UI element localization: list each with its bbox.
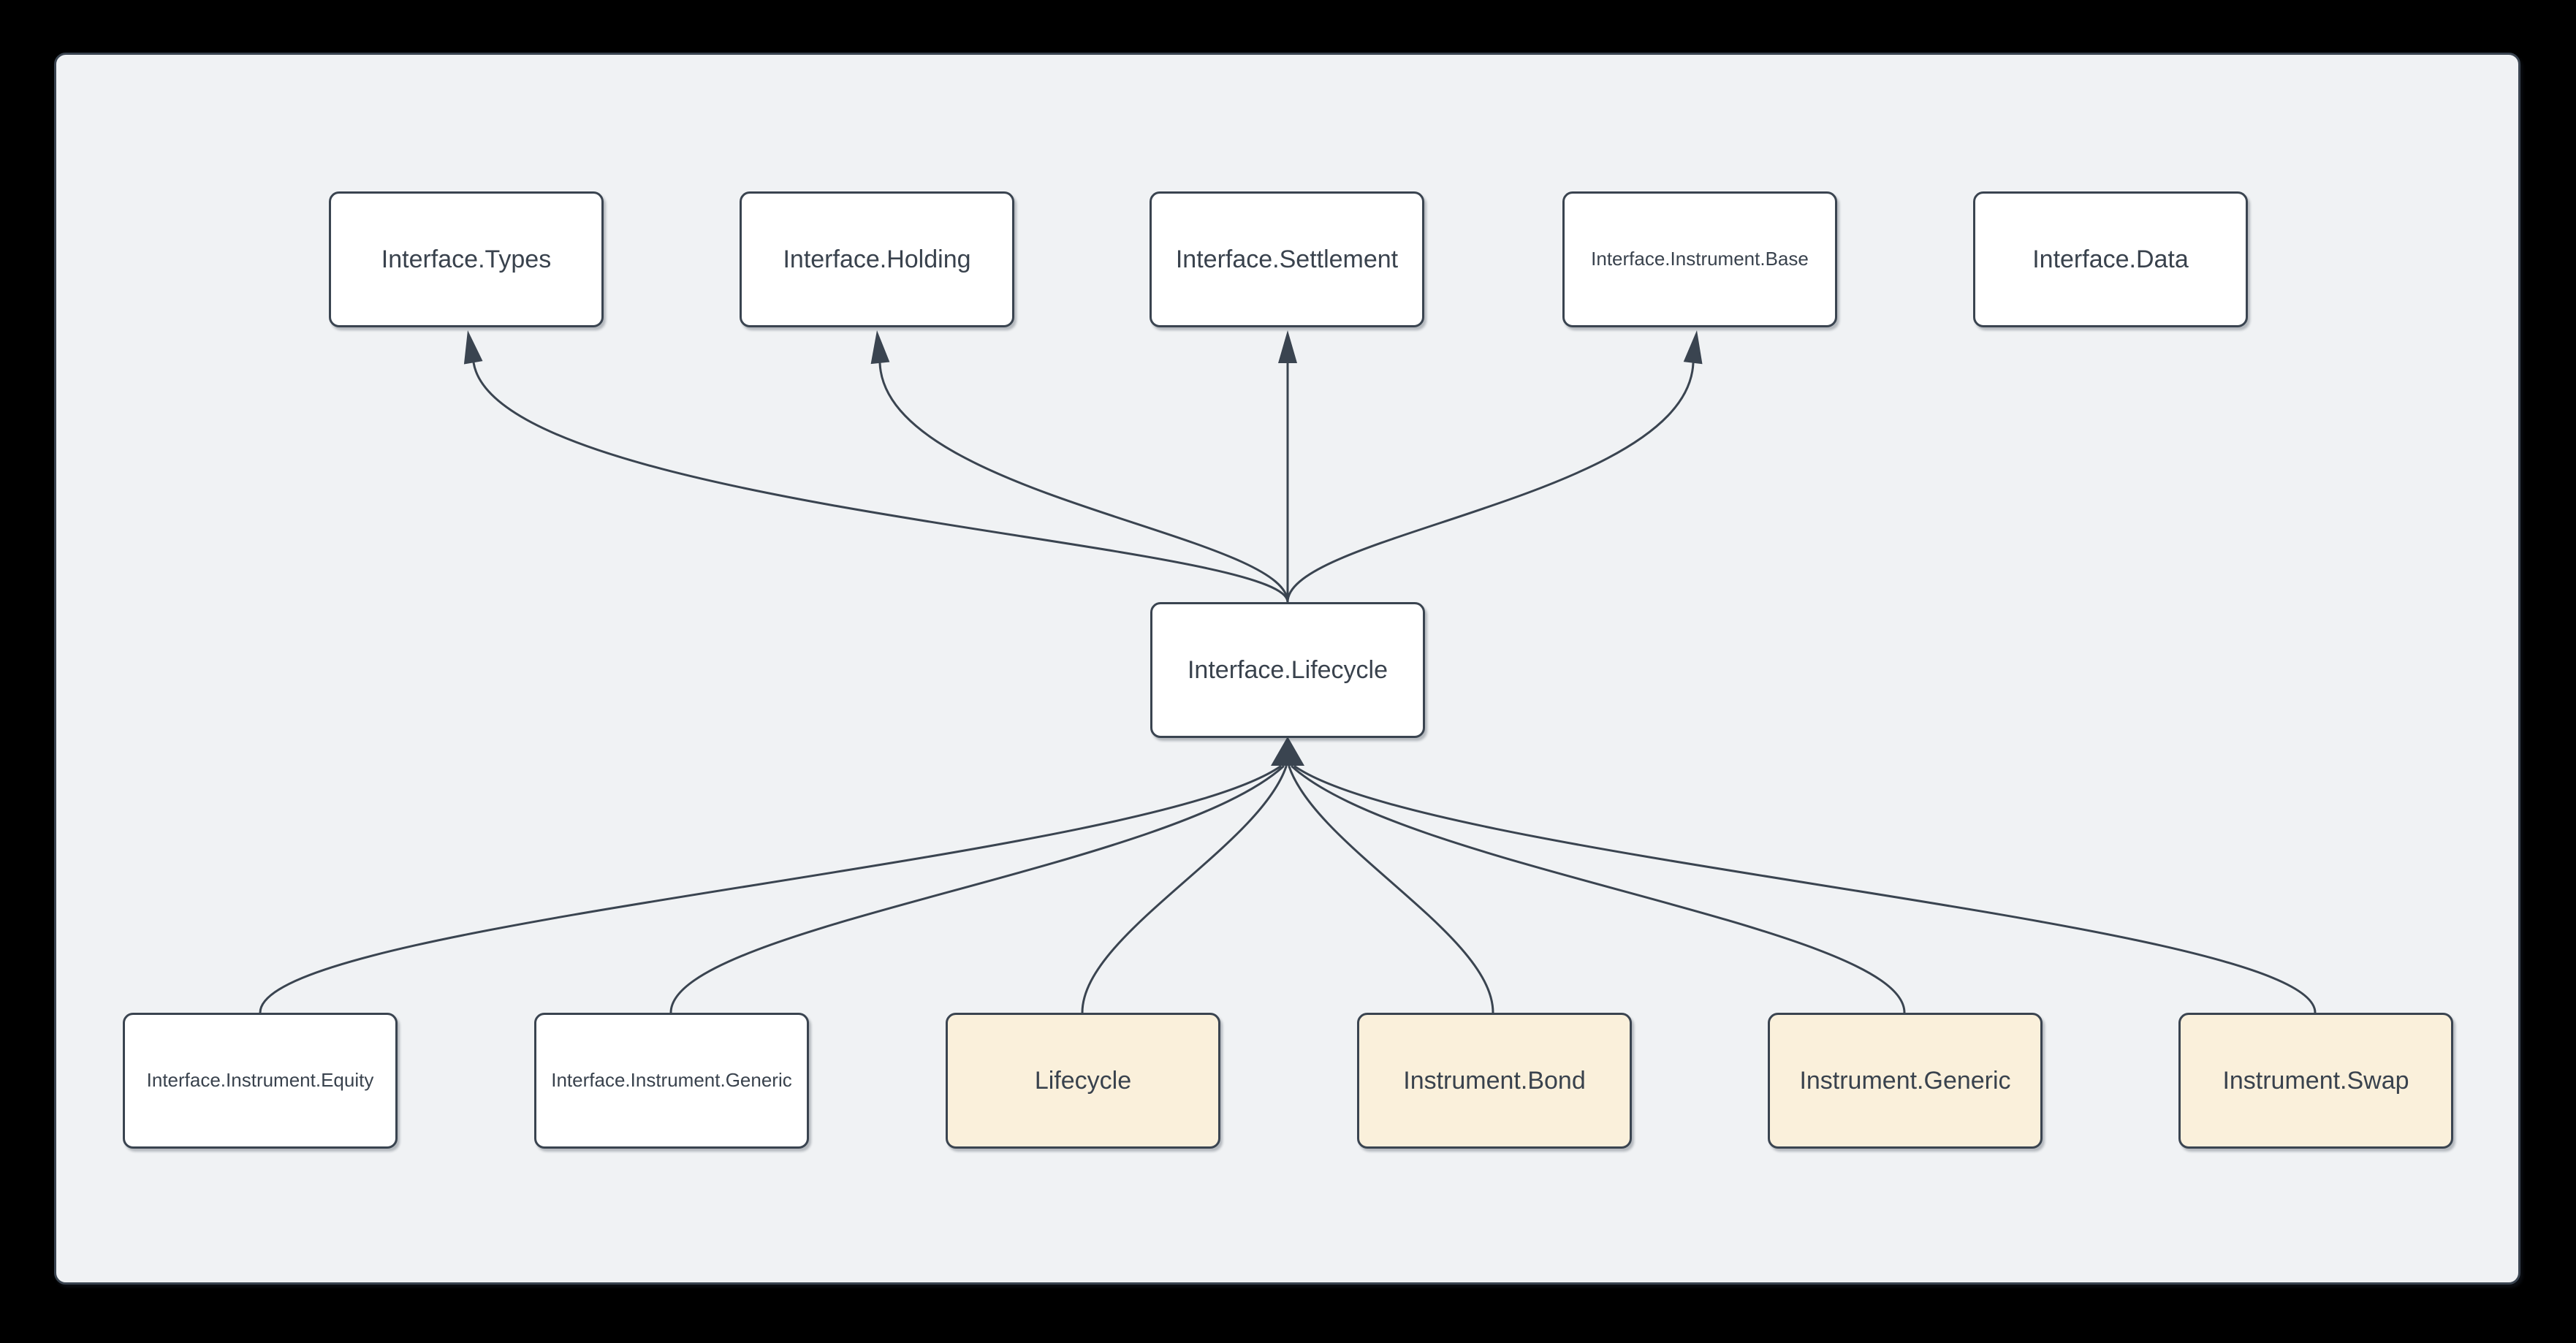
node-interface-instrument-equity[interactable]: Interface.Instrument.Equity xyxy=(123,1013,398,1149)
node-lifecycle[interactable]: Lifecycle xyxy=(946,1013,1220,1149)
node-instrument-generic[interactable]: Instrument.Generic xyxy=(1768,1013,2043,1149)
node-instrument-bond[interactable]: Instrument.Bond xyxy=(1357,1013,1632,1149)
node-interface-data[interactable]: Interface.Data xyxy=(1973,191,2248,327)
node-interface-holding[interactable]: Interface.Holding xyxy=(740,191,1014,327)
node-label: Instrument.Swap xyxy=(2222,1066,2409,1095)
node-interface-types[interactable]: Interface.Types xyxy=(329,191,604,327)
node-label: Instrument.Generic xyxy=(1799,1066,2011,1095)
node-label: Interface.Instrument.Equity xyxy=(146,1069,374,1092)
node-label: Instrument.Bond xyxy=(1403,1066,1586,1095)
node-label: Interface.Lifecycle xyxy=(1187,655,1388,684)
node-label: Interface.Holding xyxy=(783,245,971,273)
node-label: Lifecycle xyxy=(1034,1066,1132,1095)
node-interface-instrument-base[interactable]: Interface.Instrument.Base xyxy=(1562,191,1837,327)
node-instrument-swap[interactable]: Instrument.Swap xyxy=(2178,1013,2453,1149)
node-label: Interface.Instrument.Generic xyxy=(551,1069,792,1092)
node-label: Interface.Data xyxy=(2032,245,2189,273)
node-interface-lifecycle[interactable]: Interface.Lifecycle xyxy=(1150,602,1425,738)
node-interface-settlement[interactable]: Interface.Settlement xyxy=(1150,191,1424,327)
node-label: Interface.Settlement xyxy=(1175,245,1399,273)
node-interface-instrument-generic[interactable]: Interface.Instrument.Generic xyxy=(534,1013,809,1149)
node-label: Interface.Instrument.Base xyxy=(1591,248,1809,270)
node-label: Interface.Types xyxy=(381,245,552,273)
